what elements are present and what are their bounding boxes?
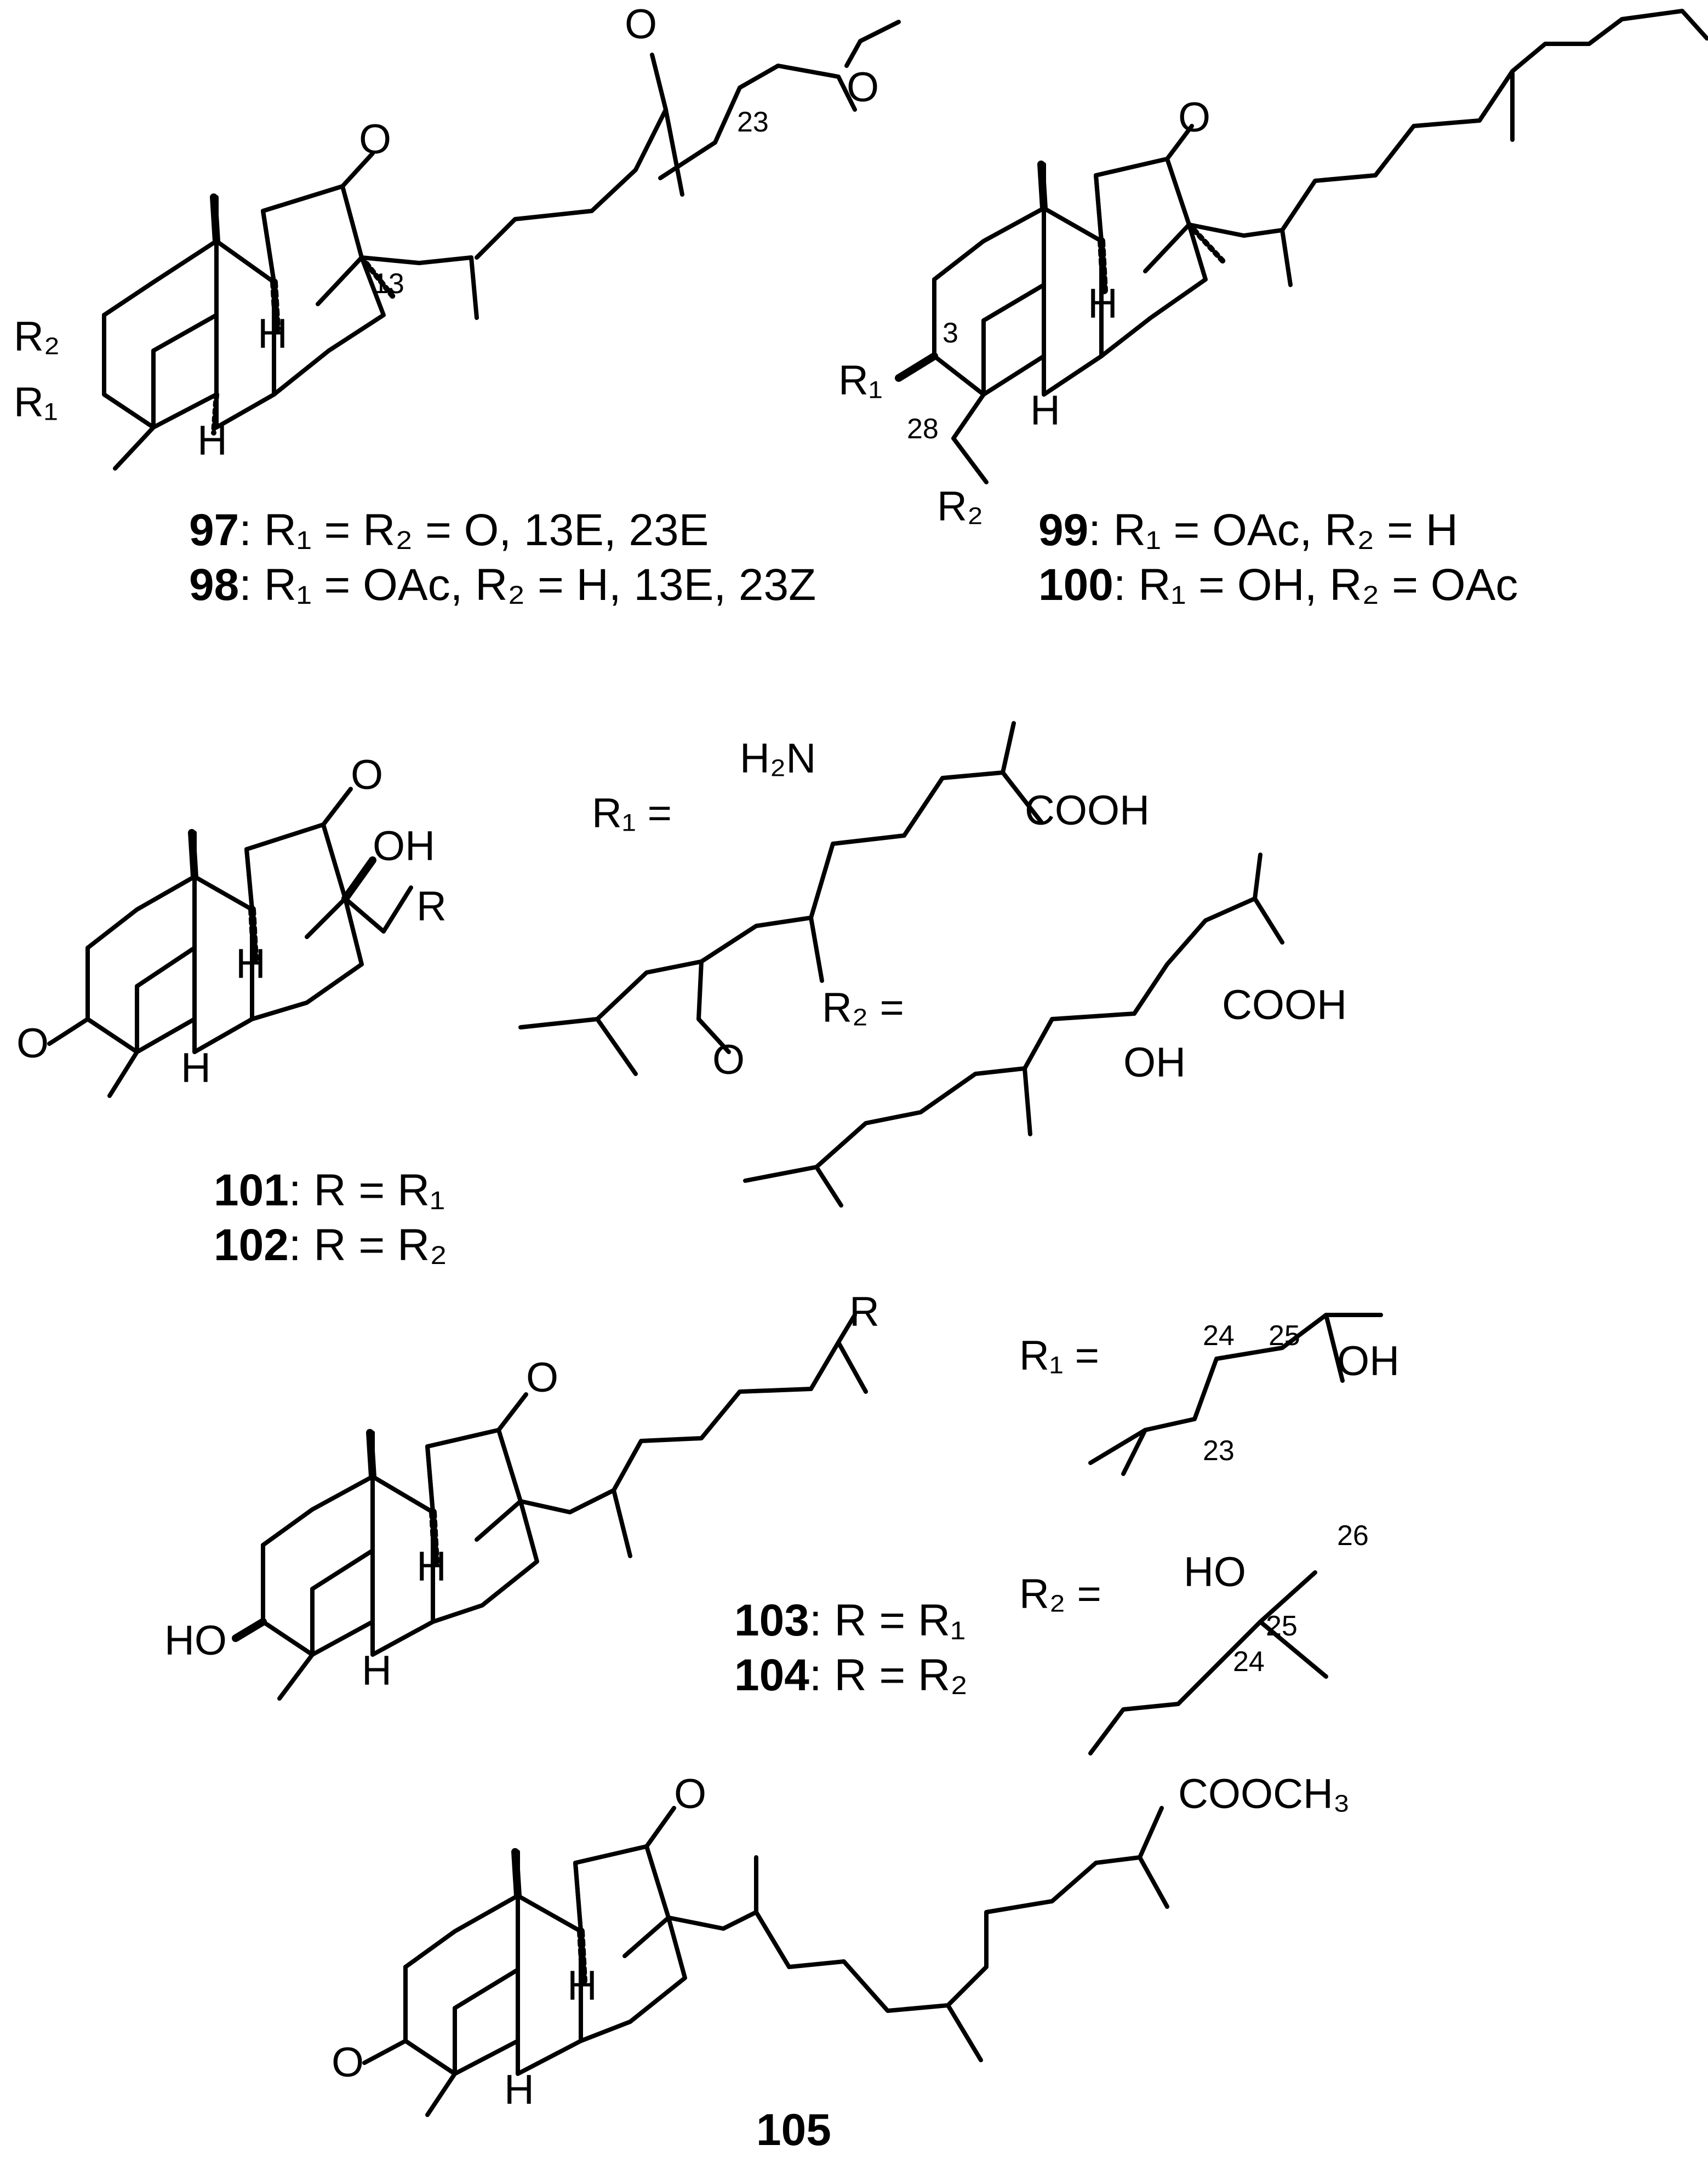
caption-105: 105	[756, 2105, 831, 2155]
r1-99: R₁	[838, 357, 883, 404]
hash-97-h5	[211, 392, 219, 436]
hash-105-h14	[577, 1928, 587, 1984]
cooh-r1: COOH	[1025, 787, 1150, 834]
caption-100: 100: R₁ = OH, R₂ = OAc	[1038, 560, 1518, 610]
skeleton-105	[362, 1806, 1169, 2117]
r2-eq-label: R₂ =	[822, 985, 904, 1031]
caption-101: 101: R = R₁	[214, 1165, 445, 1215]
caption-104: 104: R = R₂	[734, 1650, 968, 1700]
cooh-r2: COOH	[1222, 982, 1347, 1028]
wedge-103-oh	[232, 1618, 267, 1642]
locant-24-r2: 24	[1233, 1646, 1265, 1678]
r2-99: R₂	[937, 483, 983, 530]
caption-99: 99: R₁ = OAc, R₂ = H	[1038, 505, 1458, 555]
hash-97-h14	[270, 278, 281, 333]
hash-99-h14	[1098, 237, 1108, 294]
wedge-103-me	[366, 1429, 376, 1480]
h-103-c5: H	[362, 1648, 392, 1694]
h-97-c14: H	[258, 311, 288, 357]
locant-25-r1: 25	[1269, 1320, 1300, 1352]
oxygen-97-ketone: O	[359, 116, 391, 163]
r1-eq-103: R₁ =	[1019, 1332, 1099, 1379]
oxygen-105-ketone: O	[674, 1771, 706, 1817]
locant-3: 3	[942, 317, 958, 349]
amine-h2n: H₂N	[740, 735, 816, 782]
oxygen-99-ketone: O	[1178, 94, 1210, 141]
h-97-c5: H	[197, 417, 227, 464]
wedge-101-me	[188, 829, 198, 880]
r2-97: R₂	[14, 313, 60, 360]
locant-26: 26	[1337, 1520, 1369, 1552]
oxygen-97-ketone2: O	[625, 1, 657, 48]
wedge-101-oh	[341, 856, 376, 902]
ho-104-r2: HO	[1184, 1549, 1246, 1595]
r-101: R	[416, 883, 447, 930]
locant-28: 28	[907, 413, 939, 445]
oxygen-101-ketone: O	[351, 752, 383, 798]
hash-99-c17	[1186, 222, 1227, 266]
r-103: R	[849, 1289, 879, 1335]
wedge-99-c3	[895, 352, 938, 382]
r2-eq-104: R₂ =	[1019, 1571, 1101, 1617]
r1-eq-label: R₁ =	[592, 790, 672, 837]
h-101-c14: H	[236, 941, 266, 987]
compound-captions: 97: R₁ = R₂ = O, 13E, 23E 98: R₁ = OAc, …	[189, 505, 1518, 2155]
hash-101-h14	[248, 906, 259, 963]
hash-97-c17	[359, 255, 397, 301]
h-103-c14: H	[416, 1543, 447, 1590]
cooch3-105: COOCH₃	[1178, 1771, 1350, 1817]
locant-23-r1: 23	[1203, 1435, 1235, 1467]
locant-25-r2: 25	[1266, 1610, 1298, 1642]
oxygen-103-ketone: O	[526, 1354, 558, 1401]
h-101-c5: H	[181, 1045, 211, 1091]
h-99-c14: H	[1088, 281, 1118, 327]
oh-101: OH	[373, 823, 435, 870]
oh-r2: OH	[1123, 1039, 1186, 1086]
oxygen-r1-methoxy: O	[712, 1037, 745, 1083]
caption-103: 103: R = R₁	[734, 1595, 966, 1645]
oh-104-r1: OH	[1337, 1338, 1399, 1385]
skeleton-103-104	[261, 1313, 1383, 1755]
bond-lines	[47, 9, 1708, 2117]
skeleton-101-102	[47, 721, 1284, 1208]
locant-13: 13	[373, 268, 404, 300]
hash-103-h14	[429, 1508, 439, 1565]
oxygen-101-c3: O	[16, 1020, 49, 1067]
oxygen-105-c3: O	[332, 2039, 364, 2086]
atom-labels: O O O H H R₂ R₁ 13 23 O H H R₁ R₂ 3 28 O…	[14, 1, 1399, 2113]
wedge-99-me	[1037, 161, 1048, 212]
caption-98: 98: R₁ = OAc, R₂ = H, 13E, 23Z	[189, 560, 816, 610]
locant-24-r1: 24	[1203, 1320, 1235, 1352]
r1-97: R₁	[14, 379, 58, 426]
ho-103: HO	[164, 1617, 227, 1664]
skeleton-97-98	[102, 20, 901, 471]
h-105-c5: H	[504, 2067, 534, 2113]
wedge-105-me	[511, 1848, 522, 1900]
caption-102: 102: R = R₂	[214, 1220, 447, 1270]
locant-23: 23	[737, 106, 769, 138]
h-99-c5: H	[1030, 387, 1060, 434]
wedge-97-ome	[210, 193, 220, 245]
oxygen-97-aldehyde: O	[847, 64, 879, 111]
h-105-c14: H	[567, 1963, 597, 2009]
caption-97: 97: R₁ = R₂ = O, 13E, 23E	[189, 505, 709, 555]
